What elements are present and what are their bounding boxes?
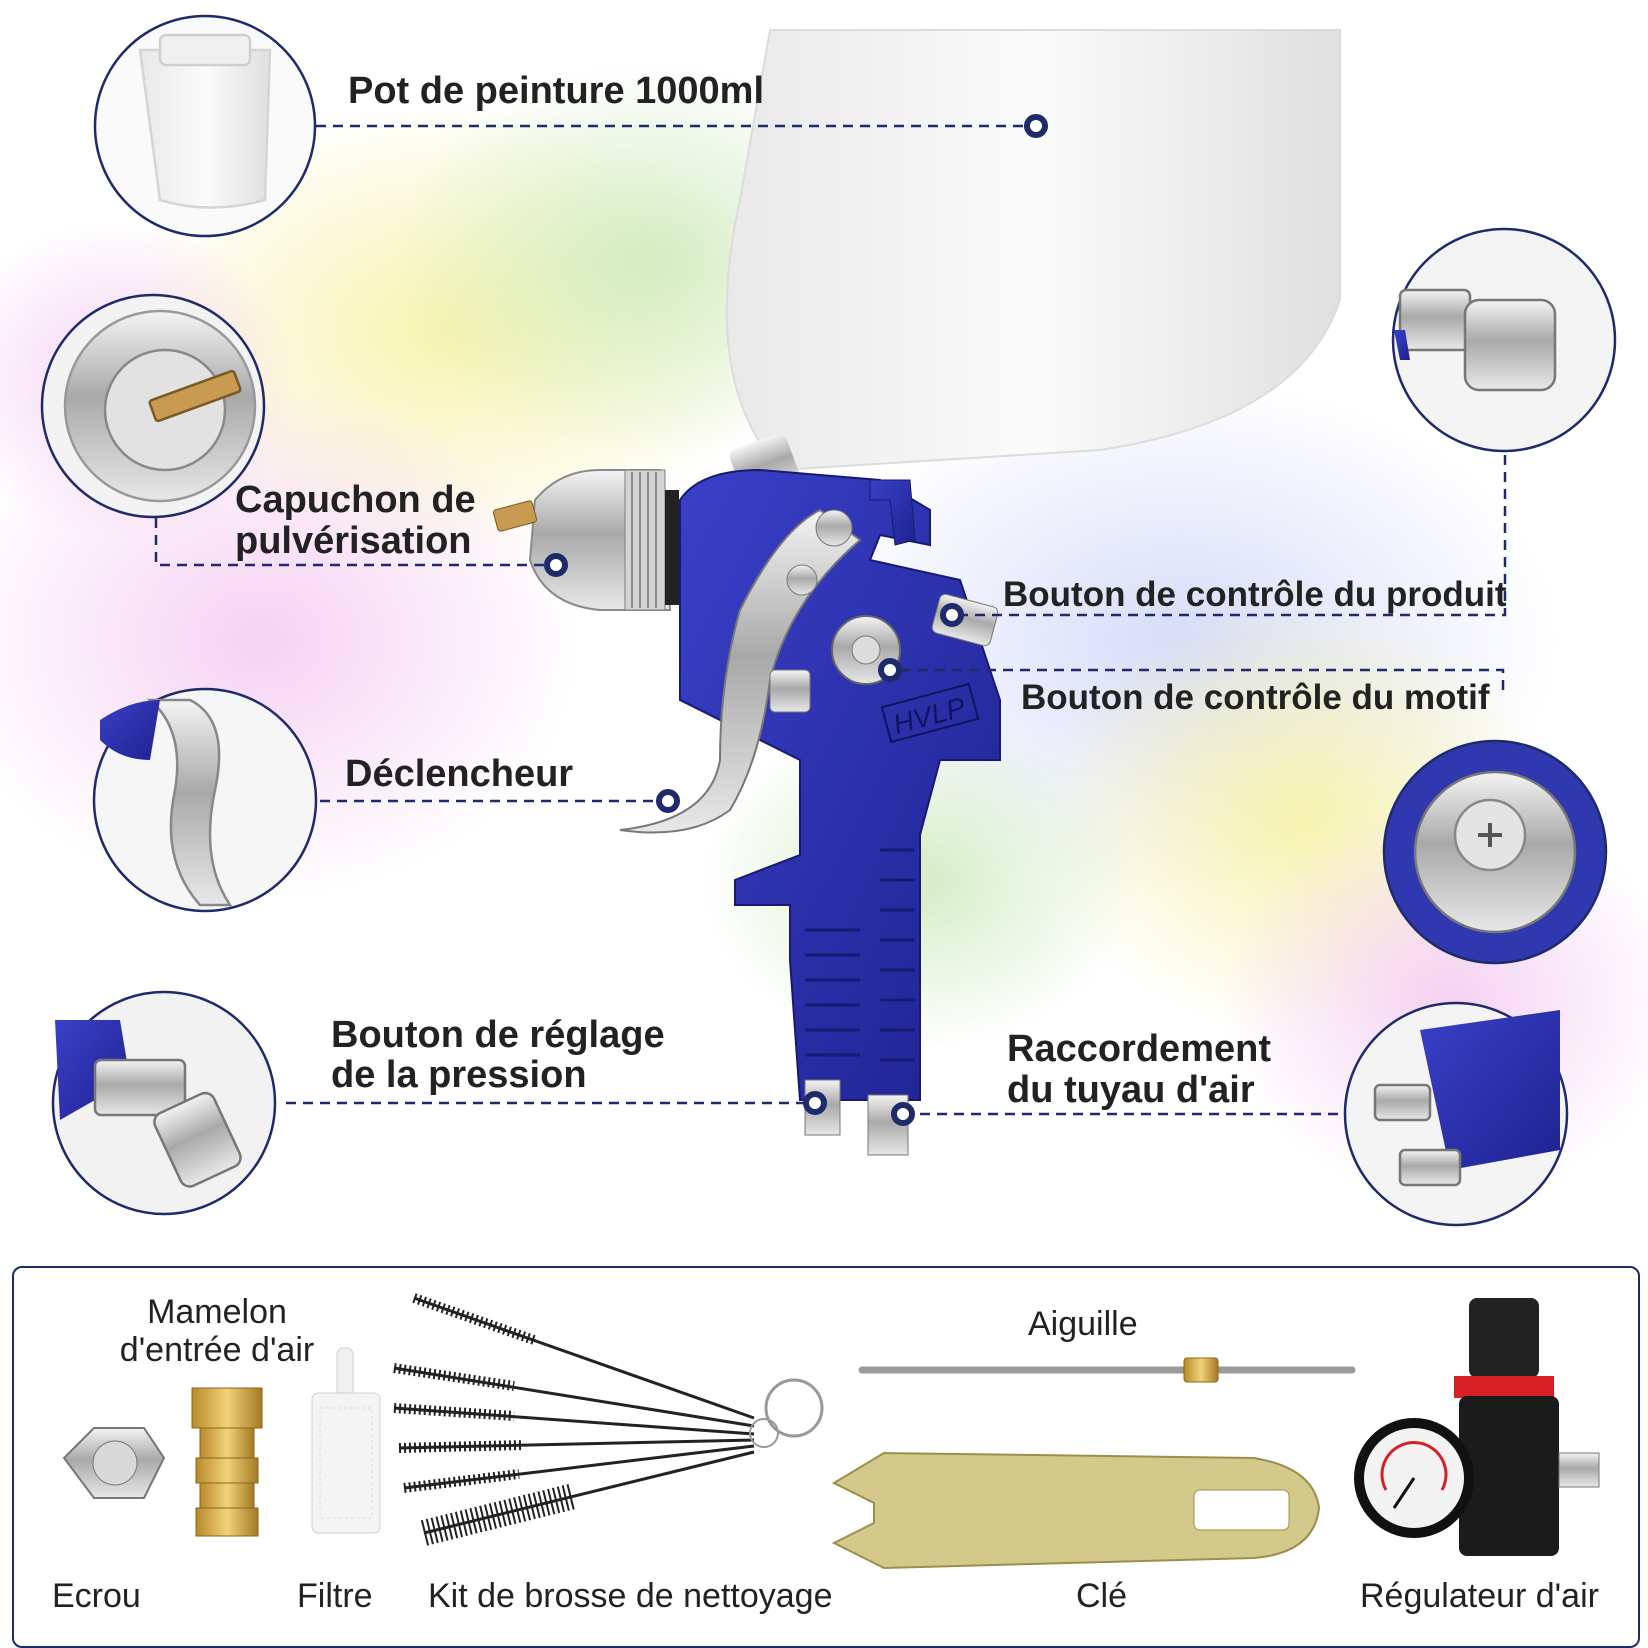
label-trigger: Déclencheur [345,753,574,795]
wrench-image [831,1451,1321,1570]
label-pressure-knob-line2: de la pression [331,1054,587,1096]
label-pattern-knob: Bouton de contrôle du motif [1021,678,1490,717]
callout-dot [940,603,964,627]
label-product-knob: Bouton de contrôle du produit [1003,575,1507,614]
air-regulator-image [1354,1298,1600,1556]
label-filter: Filtre [297,1577,373,1615]
zoom-pressure-knob [51,990,277,1216]
label-air-hose-line2: du tuyau d'air [1007,1069,1255,1111]
spray-gun: HVLP [493,468,1001,1156]
callout-dot [803,1091,827,1115]
label-paint-pot: Pot de peinture 1000ml [348,70,765,112]
filter-image [311,1347,381,1534]
zoom-pattern-knob [1382,739,1608,965]
air-inlet-nipple-image [191,1387,263,1537]
callout-dot [891,1102,915,1126]
zoom-paint-cup [93,14,317,238]
needle-image [858,1357,1356,1383]
accessories-panel: Mamelon d'entrée d'air Ecrou Filtre Kit … [12,1266,1640,1648]
label-air-inlet-nipple-line2: d'entrée d'air [119,1331,315,1369]
cleaning-brush-kit-image [393,1293,824,1546]
zoom-trigger [92,687,318,913]
label-nut: Ecrou [52,1577,141,1615]
zoom-product-knob [1391,227,1617,453]
zoom-spray-cap [40,293,266,519]
label-brush-kit: Kit de brosse de nettoyage [428,1577,833,1615]
callout-dot [544,553,568,577]
nut-image [62,1427,166,1499]
label-air-inlet-nipple-line1: Mamelon [147,1293,287,1331]
label-air-hose-line1: Raccordement [1007,1028,1271,1070]
callout-dot [1024,114,1048,138]
label-regulator: Régulateur d'air [1360,1577,1599,1615]
callout-dot [656,789,680,813]
label-wrench: Clé [1076,1577,1128,1615]
callout-dot [878,658,902,682]
label-needle: Aiguille [1028,1305,1138,1343]
zoom-air-hose [1343,1001,1569,1227]
label-spray-cap-line2: pulvérisation [235,520,472,562]
label-pressure-knob-line1: Bouton de réglage [331,1014,665,1056]
label-spray-cap-line1: Capuchon de [235,479,476,521]
